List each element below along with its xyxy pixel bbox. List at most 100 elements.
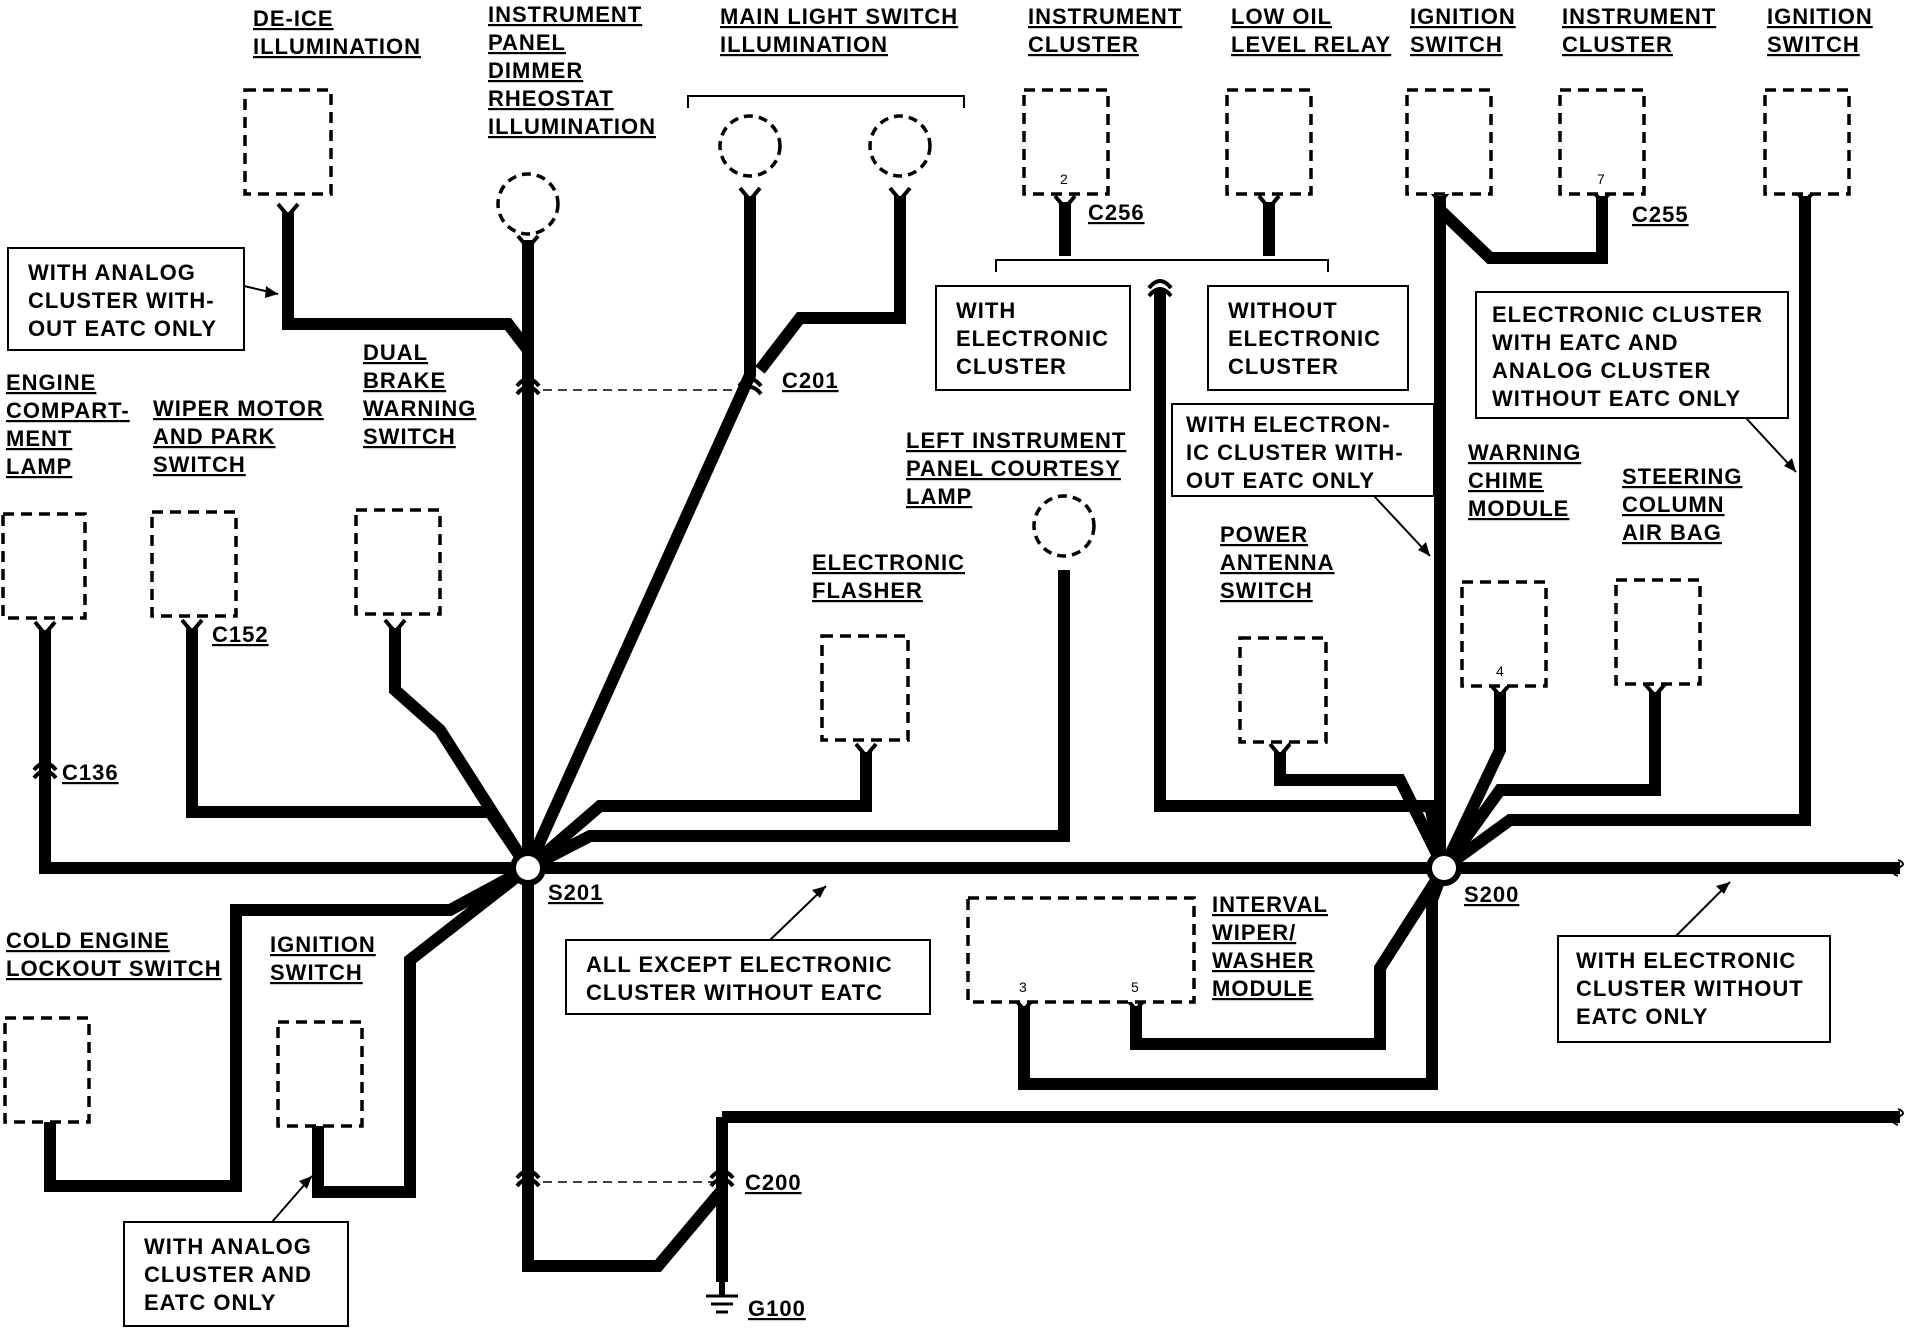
note-box-analog-without-eatc xyxy=(7,247,245,351)
main-light-bracket xyxy=(687,95,965,108)
splices xyxy=(510,850,1462,886)
pin-4: 4 xyxy=(1496,663,1504,679)
c201-label: C201 xyxy=(782,368,839,393)
courtesy-lamp-wire xyxy=(525,570,1070,874)
arrow-all-except xyxy=(769,885,827,941)
dual-brake-wire xyxy=(389,628,534,872)
s200-splice-icon xyxy=(1426,850,1462,886)
instrument-cluster-b-component xyxy=(1558,88,1646,196)
pin-5: 5 xyxy=(1131,979,1139,995)
cold-engine-component xyxy=(3,1016,91,1124)
ignition-switch-c-wire xyxy=(312,863,532,1198)
s201-label: S201 xyxy=(548,880,603,905)
dual-brake-component xyxy=(354,508,442,616)
wire-breaks xyxy=(1892,859,1904,1126)
note-box-without-electronic xyxy=(1207,285,1409,391)
electronic-flasher-component xyxy=(820,634,910,742)
de-ice-fork-icon xyxy=(276,202,300,218)
wiper-motor-wire xyxy=(186,628,533,872)
electronic-flasher-wire xyxy=(524,752,872,873)
air-bag-fork-icon xyxy=(1643,682,1667,698)
pin-numbers: 2 7 4 3 5 xyxy=(1019,171,1605,995)
courtesy-lamp-icon xyxy=(1032,494,1096,558)
ignition-switch-b-wire xyxy=(1440,196,1811,873)
note-electronic-without-eatc: WITH ELECTRON-IC CLUSTER WITH-OUT EATC O… xyxy=(1186,412,1404,493)
power-antenna-wire xyxy=(1274,752,1450,871)
c152-label: C152 xyxy=(212,622,269,647)
dual-brake-fork-icon xyxy=(383,618,407,634)
s201-splice-icon xyxy=(510,850,546,886)
power-antenna-component xyxy=(1238,636,1328,744)
steering-air-bag-wire xyxy=(1439,692,1661,872)
s200-label: S200 xyxy=(1464,882,1519,907)
cluster-c255-wire xyxy=(1435,196,1608,264)
s201-ground-wire xyxy=(522,868,727,1272)
interval-wiper-pin3-wire xyxy=(1018,865,1450,1090)
arrow-electronic-without-eatc xyxy=(1373,495,1431,557)
main-light-wire-left xyxy=(522,196,756,871)
warning-chime-wire xyxy=(1438,692,1506,871)
c200-label: C200 xyxy=(745,1170,802,1195)
cluster-bracket xyxy=(995,259,1329,272)
main-light-wire-right xyxy=(755,196,906,374)
engine-compartment-component xyxy=(1,512,87,620)
g100-label: G100 xyxy=(748,1296,806,1321)
note-box-electronic-without-eatc xyxy=(1171,403,1435,497)
note-box-electronic-eatc-analog xyxy=(1475,291,1789,419)
main-light-right-fork-icon xyxy=(888,186,912,202)
ignition-switch-a-component xyxy=(1405,88,1493,196)
components xyxy=(1,88,1851,1128)
warning-chime-component xyxy=(1460,580,1548,688)
flasher-fork-icon xyxy=(854,742,878,758)
note-box-electronic-without-eatc-bottom xyxy=(1557,935,1831,1043)
wiper-motor-component xyxy=(150,510,238,618)
steering-air-bag-component xyxy=(1614,578,1702,686)
note-box-analog-and-eatc xyxy=(123,1221,349,1327)
main-light-right-lamp-icon xyxy=(868,114,932,178)
instrument-cluster-a-component xyxy=(1022,88,1110,196)
c256-label: C256 xyxy=(1088,200,1145,225)
engine-compartment-fork-icon xyxy=(33,620,57,636)
cold-engine-wire xyxy=(44,862,531,1192)
c136-label: C136 xyxy=(62,760,119,785)
interval-wiper-component xyxy=(966,896,1196,1004)
main-light-left-lamp-icon xyxy=(718,114,782,178)
ignition-switch-c-component xyxy=(276,1020,364,1128)
pin-7: 7 xyxy=(1597,171,1605,187)
dimmer-lamp-icon xyxy=(496,172,560,236)
pin-3: 3 xyxy=(1019,979,1027,995)
low-oil-relay-component xyxy=(1225,88,1313,196)
note-arrows xyxy=(243,285,1797,1223)
main-light-left-fork-icon xyxy=(738,186,762,202)
ground-symbol xyxy=(706,1282,738,1314)
note-box-all-except xyxy=(565,939,931,1015)
ignition-switch-b-component xyxy=(1763,88,1851,196)
de-ice-component xyxy=(243,88,333,196)
wiper-motor-fork-icon xyxy=(180,618,204,634)
power-antenna-fork-icon xyxy=(1268,742,1292,758)
interval-wiper-pin5-wire xyxy=(1130,864,1450,1050)
engine-compartment-wire xyxy=(39,630,528,874)
wires xyxy=(39,196,1900,1282)
